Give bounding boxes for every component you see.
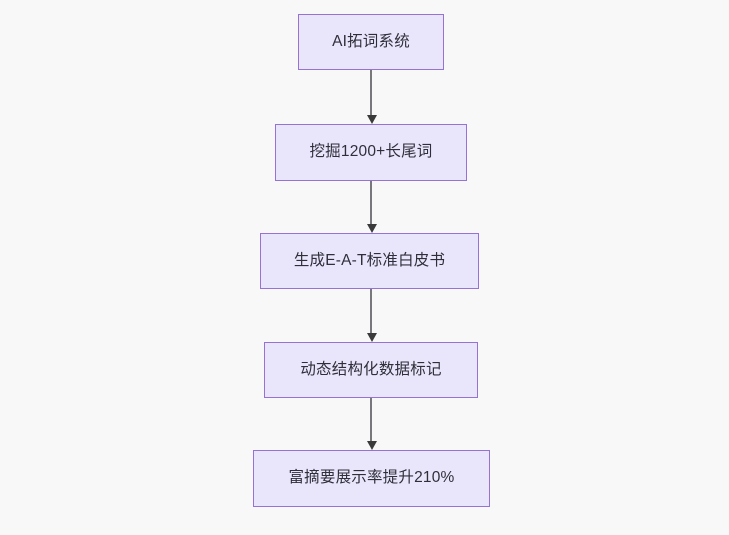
flow-node-ai-keyword-system[interactable]: AI拓词系统: [298, 14, 444, 70]
arrowhead-down-icon: [366, 441, 377, 450]
edge-line: [370, 398, 372, 442]
arrowhead-down-icon: [366, 224, 377, 233]
flow-node-label: 富摘要展示率提升210%: [288, 469, 455, 487]
flow-node-mine-longtail-keywords[interactable]: 挖掘1200+长尾词: [275, 124, 467, 181]
arrowhead-down-icon: [366, 115, 377, 124]
arrowhead-down-icon: [366, 333, 377, 342]
flow-node-rich-snippet-impression-lift[interactable]: 富摘要展示率提升210%: [253, 450, 490, 507]
flow-node-label: 挖掘1200+长尾词: [309, 143, 433, 161]
edge-line: [370, 181, 372, 225]
flow-node-dynamic-structured-data-markup[interactable]: 动态结构化数据标记: [264, 342, 478, 398]
flow-node-generate-eat-whitepaper[interactable]: 生成E-A-T标准白皮书: [260, 233, 479, 289]
flow-node-label: AI拓词系统: [332, 32, 410, 50]
flow-node-label: 动态结构化数据标记: [300, 360, 442, 378]
edge-line: [370, 289, 372, 334]
edge-line: [370, 70, 372, 116]
flow-node-label: 生成E-A-T标准白皮书: [293, 251, 446, 269]
